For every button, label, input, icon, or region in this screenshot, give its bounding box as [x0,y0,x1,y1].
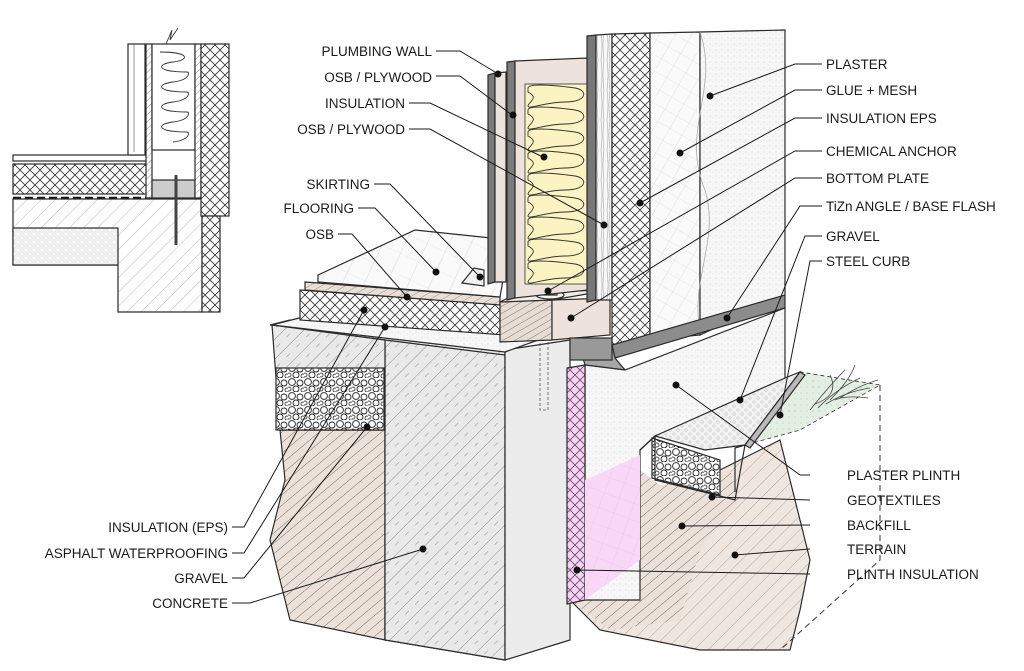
concrete-face [384,339,506,661]
label-plinth-insulation: PLINTH INSULATION [847,567,979,582]
label-skirting: SKIRTING [306,177,370,192]
insulation-loops [527,84,585,284]
labels-right: PLASTER GLUE + MESH INSULATION EPS CHEMI… [826,57,996,582]
insulation-batt-loop [527,194,585,218]
inset-plumbing-wall [127,43,146,156]
plaster [699,29,786,336]
inset-floor-eps [12,163,149,195]
inset-osb-inner [145,43,153,199]
skirting [460,267,485,287]
osb-outer-edge [586,34,597,303]
label-osb: OSB [305,227,334,242]
leaders-left [232,50,608,604]
insulation-batt-loop [527,106,585,130]
label-geotextiles: GEOTEXTILES [847,493,941,508]
label-plaster: PLASTER [826,57,888,72]
label-bottom-plate: BOTTOM PLATE [826,171,929,186]
label-tizn-angle: TiZn ANGLE / BASE FLASH [826,199,996,214]
geotextile-wrap [639,434,746,501]
plumbing-wall-face [494,71,507,283]
insulation-batt-loop [527,216,585,240]
flash-under [569,337,613,361]
insulation-batt-loop [527,84,585,108]
mesh-edge [696,31,710,331]
insulation-batt-loop [527,260,585,284]
label-flooring: FLOORING [283,201,354,216]
concrete-side [504,339,571,661]
label-steel-curb: STEEL CURB [826,254,910,269]
main-detail [269,29,882,661]
labels-left: PLUMBING WALL OSB / PLYWOOD INSULATION O… [45,44,433,611]
leaders-right [544,63,822,575]
section-inset [12,27,230,313]
terrain-cut-line [779,385,881,651]
insulation-batt-loop [527,128,585,152]
osb-inner [506,60,516,301]
label-osb-plywood-2: OSB / PLYWOOD [297,122,405,137]
label-insulation-eps-floor: INSULATION (EPS) [108,520,228,535]
geotextile-surface [743,371,882,446]
gravel-bed [275,367,385,431]
bottom-plate-end [499,299,553,343]
steel-curb [744,371,806,449]
label-insulation: INSULATION [325,96,405,111]
label-concrete: CONCRETE [152,596,228,611]
foundation-soil [269,429,386,641]
label-gravel-left: GRAVEL [174,571,228,586]
glue-mesh [649,31,701,341]
anchor-bolt-hidden [539,329,549,411]
label-backfill: BACKFILL [847,518,911,533]
plinth-insulation-face [585,455,640,600]
insulation-batt-loop [527,238,585,262]
label-asphalt-waterproofing: ASPHALT WATERPROOFING [45,546,228,561]
gravel-strip-front [651,437,721,496]
plumbing-wall [487,72,496,285]
inset-eps [200,43,230,217]
label-terrain: TERRAIN [847,542,906,557]
inset-plinth-eps [201,215,221,313]
label-plumbing-wall: PLUMBING WALL [321,44,432,59]
label-osb-plywood-1: OSB / PLYWOOD [324,70,432,85]
inset-flooring [12,154,149,162]
insulation-eps [611,32,651,346]
inset-slab-insulation [12,227,119,266]
label-chemical-anchor: CHEMICAL ANCHOR [826,144,957,159]
inset-bottom-plate [151,179,196,199]
grass-icon [809,364,879,411]
label-gravel-right: GRAVEL [826,229,880,244]
osb-outer [595,33,613,301]
bottom-plate-side [551,297,611,341]
label-plaster-plinth: PLASTER PLINTH [847,468,960,483]
insulation-batt-loop [527,172,585,196]
inset-osb-outer [194,43,202,199]
label-insulation-eps: INSULATION EPS [826,111,937,126]
label-glue-mesh: GLUE + MESH [826,83,917,98]
